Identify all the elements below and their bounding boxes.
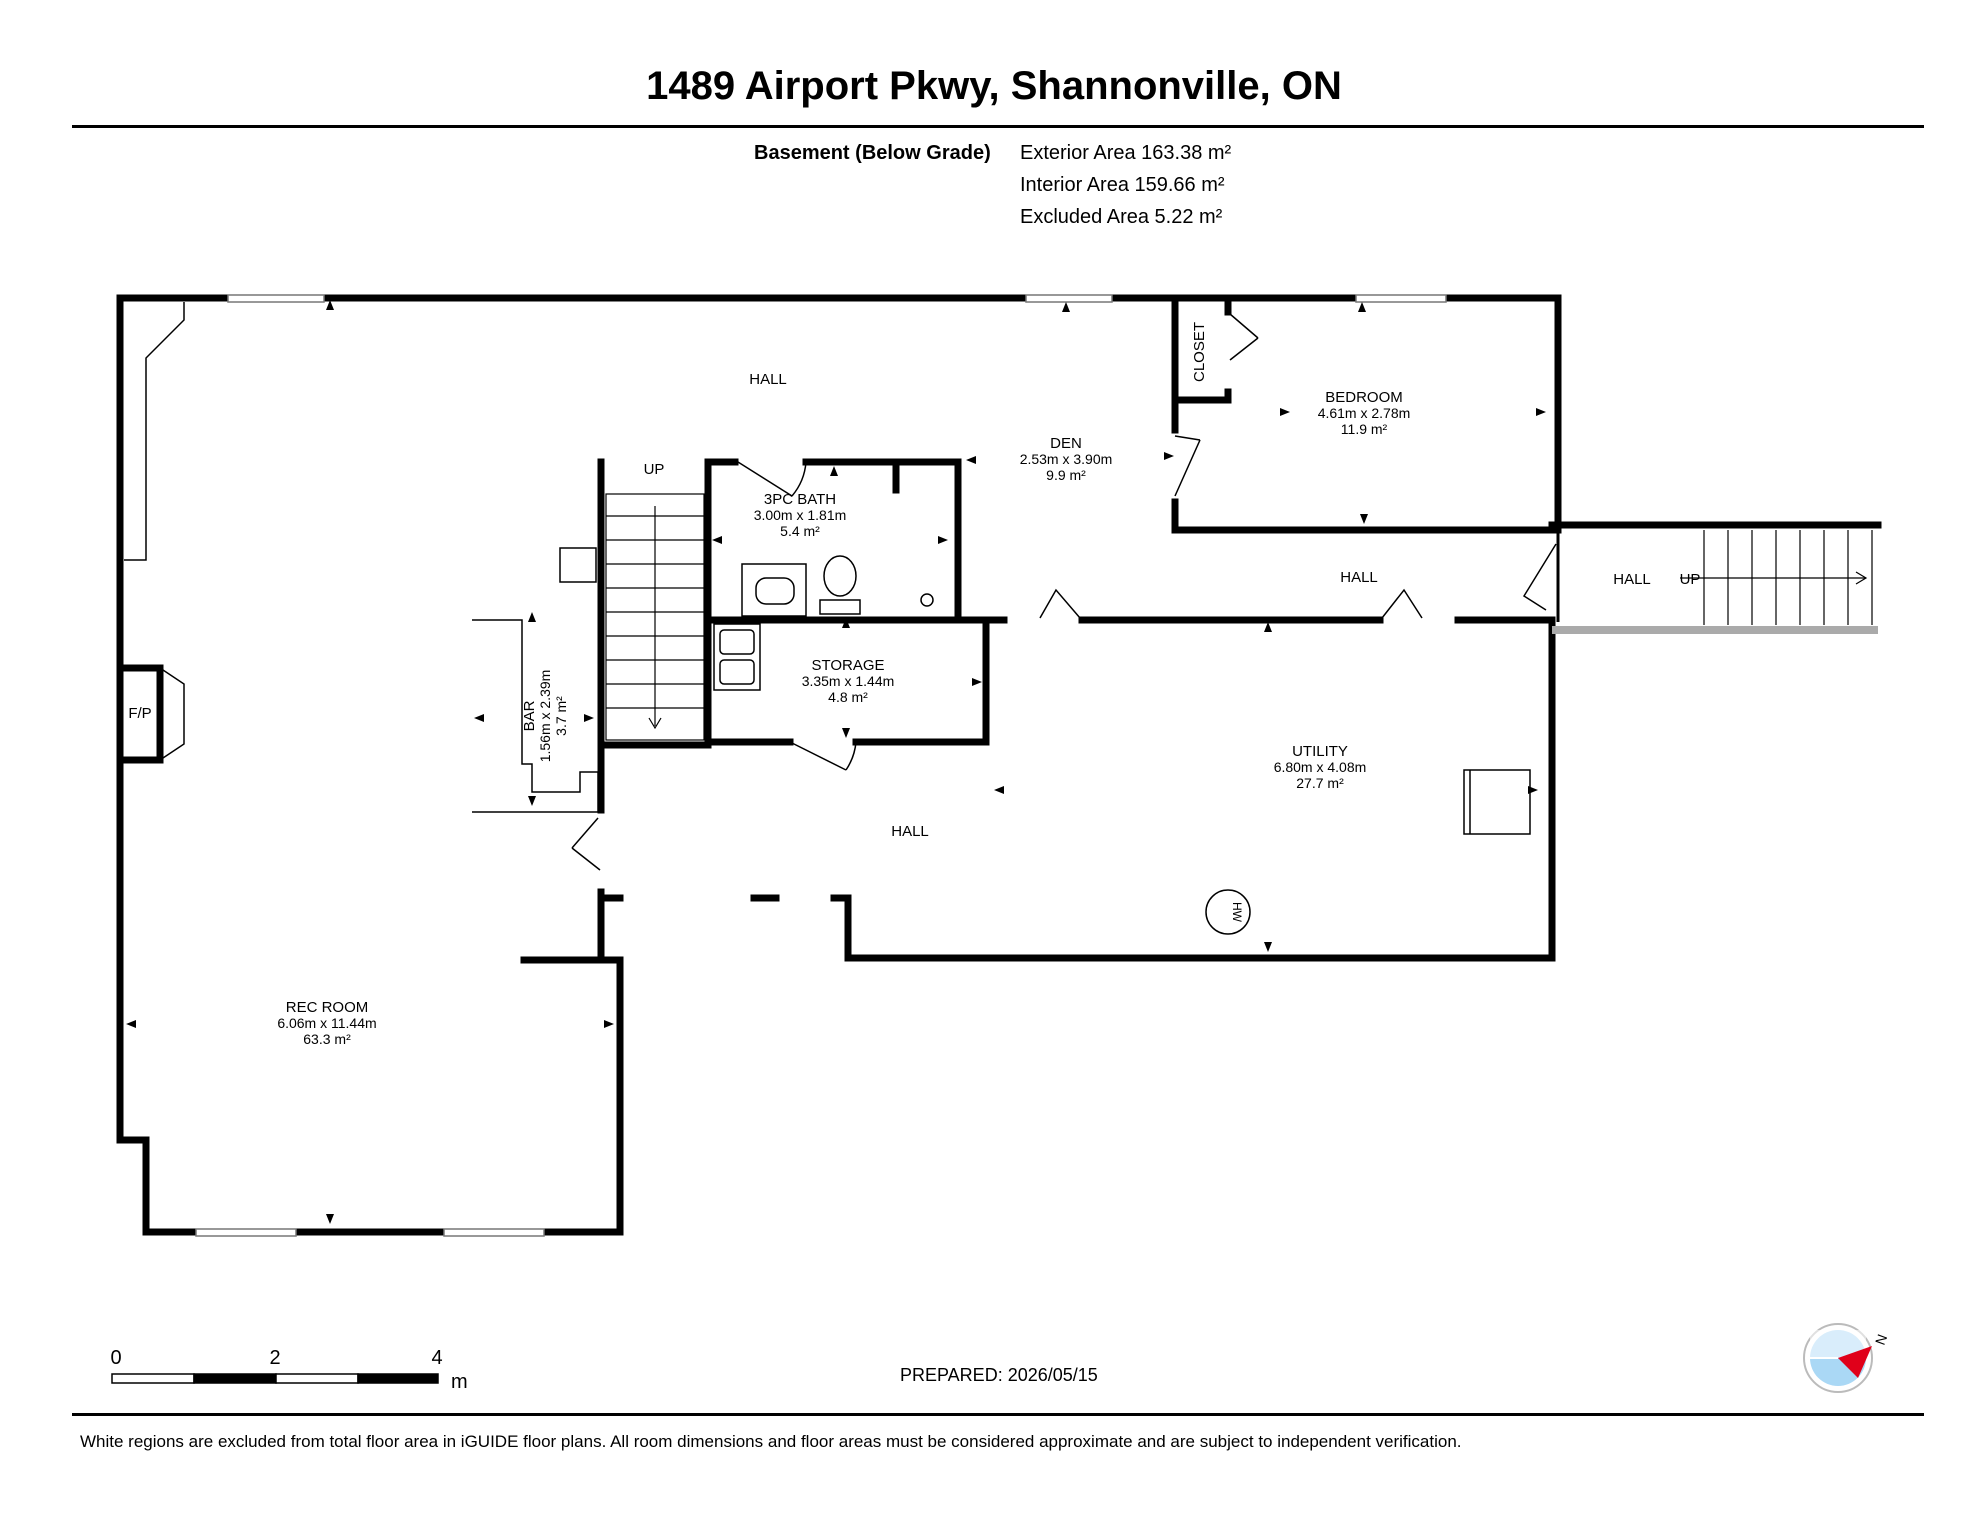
window-4 <box>195 1228 297 1237</box>
utility-dims: 6.80m x 4.08m <box>1274 759 1367 775</box>
excluded-area: Excluded Area 5.22 m² <box>1020 206 1223 228</box>
bar-counter <box>472 619 599 813</box>
page-title: 1489 Airport Pkwy, Shannonville, ON <box>646 64 1342 108</box>
vent-box <box>559 547 597 583</box>
dimension-arrows <box>126 300 1546 1224</box>
den-name: DEN <box>1050 435 1082 452</box>
bar-area: 3.7 m² <box>553 696 569 736</box>
scale-bar: 0 2 4 m <box>110 1347 467 1393</box>
bath-area: 5.4 m² <box>780 523 820 539</box>
bath-name: 3PC BATH <box>764 491 836 508</box>
den-area: 9.9 m² <box>1046 467 1086 483</box>
toilet-tank <box>819 599 861 615</box>
window-1 <box>227 294 325 303</box>
furnace <box>1463 769 1531 835</box>
compass-north-label: N <box>1872 1332 1890 1347</box>
windows <box>195 294 1447 1237</box>
bath-vanity <box>741 563 807 617</box>
scale-tick-0: 0 <box>110 1347 121 1369</box>
hall-right-label: HALL <box>1613 571 1651 588</box>
storage-dims: 3.35m x 1.44m <box>802 673 895 689</box>
bedroom-area: 11.9 m² <box>1341 421 1388 437</box>
storage-area: 4.8 m² <box>828 689 868 705</box>
rec-room-dims: 6.06m x 11.44m <box>277 1015 376 1031</box>
bath-sink <box>755 577 795 605</box>
window-2 <box>1025 294 1113 303</box>
walls <box>116 294 1882 1236</box>
stairs-right <box>1680 530 1873 625</box>
fixtures <box>124 302 1531 935</box>
rec-room-area: 63.3 m² <box>303 1031 351 1047</box>
bedroom-dims: 4.61m x 2.78m <box>1318 405 1411 421</box>
bedroom-name: BEDROOM <box>1325 389 1403 406</box>
counter-left <box>124 302 185 561</box>
stairs-up-right-label: UP <box>1680 571 1701 588</box>
window-3 <box>1355 294 1447 303</box>
stairs-up-label: UP <box>644 461 665 478</box>
bath-wall-top-right <box>802 458 962 624</box>
top-divider <box>72 125 1924 128</box>
bath-wall-left <box>704 458 739 749</box>
stairs-main <box>605 493 705 741</box>
exterior-area: Exterior Area 163.38 m² <box>1020 142 1232 164</box>
scale-unit: m <box>451 1371 468 1393</box>
closet-label: CLOSET <box>1191 322 1208 382</box>
footnote: White regions are excluded from total fl… <box>80 1432 1462 1451</box>
doors <box>571 313 1557 871</box>
hall-mid-label: HALL <box>1340 569 1378 586</box>
laundry-tub <box>713 623 761 691</box>
toilet-bowl <box>823 555 857 597</box>
storage-wall-right <box>852 616 990 746</box>
bar-dims: 1.56m x 2.39m <box>537 670 553 763</box>
window-5 <box>443 1228 545 1237</box>
utility-name: UTILITY <box>1292 743 1348 760</box>
scale-tick-4: 4 <box>431 1347 442 1369</box>
floor-drain <box>920 593 934 607</box>
outer-wall-north-west <box>116 294 1562 1144</box>
rec-room-wall <box>116 956 624 1236</box>
bottom-divider <box>72 1413 1924 1416</box>
rec-room-name: REC ROOM <box>286 999 369 1016</box>
fireplace-wall <box>116 664 164 764</box>
interior-area: Interior Area 159.66 m² <box>1020 174 1225 196</box>
scale-tick-2: 2 <box>269 1347 280 1369</box>
water-heater-label: HW <box>1230 902 1244 923</box>
bath-dims: 3.00m x 1.81m <box>754 507 847 523</box>
bedroom-wall-bottom <box>1171 498 1562 534</box>
utility-wall-right-bottom <box>830 616 1556 962</box>
hall-lower-label: HALL <box>891 823 929 840</box>
water-heater <box>1205 889 1251 935</box>
closet-wall-bottom <box>1171 388 1232 404</box>
compass-icon: N <box>1803 1323 1890 1393</box>
fireplace-label: F/P <box>128 705 151 722</box>
floor-name: Basement (Below Grade) <box>754 142 991 164</box>
storage-name: STORAGE <box>811 657 884 674</box>
bar-name: BAR <box>521 700 538 731</box>
den-dims: 2.53m x 3.90m <box>1020 451 1113 467</box>
fireplace-hearth <box>159 667 185 761</box>
hall-top-label: HALL <box>749 371 787 388</box>
utility-area: 27.7 m² <box>1296 775 1344 791</box>
prepared-date: PREPARED: 2026/05/15 <box>900 1365 1098 1385</box>
